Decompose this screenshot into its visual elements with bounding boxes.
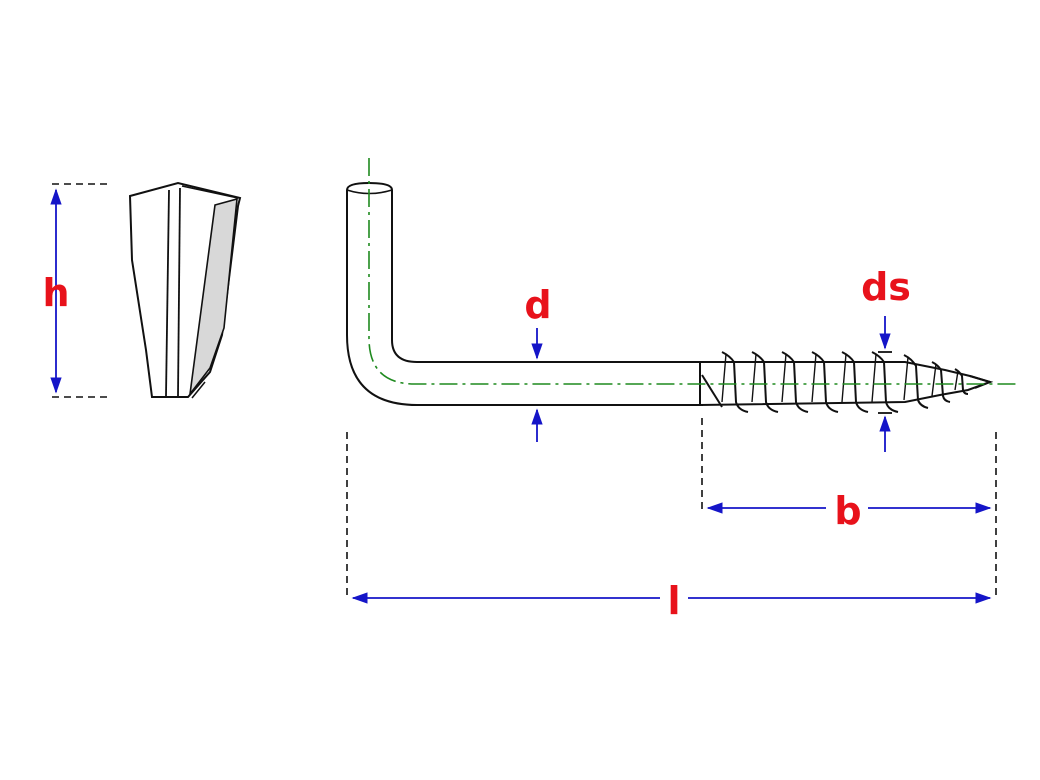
label-h: h bbox=[42, 271, 69, 315]
label-ds: ds bbox=[861, 265, 911, 309]
label-d: d bbox=[524, 283, 551, 327]
extension-lines bbox=[346, 418, 997, 600]
label-l: l bbox=[667, 579, 680, 623]
screw-thread bbox=[699, 351, 994, 413]
dimension-ds bbox=[878, 316, 892, 452]
hook-side-view bbox=[128, 181, 242, 399]
center-line bbox=[368, 158, 1018, 385]
dimension-h bbox=[50, 183, 112, 398]
label-b: b bbox=[834, 489, 861, 533]
